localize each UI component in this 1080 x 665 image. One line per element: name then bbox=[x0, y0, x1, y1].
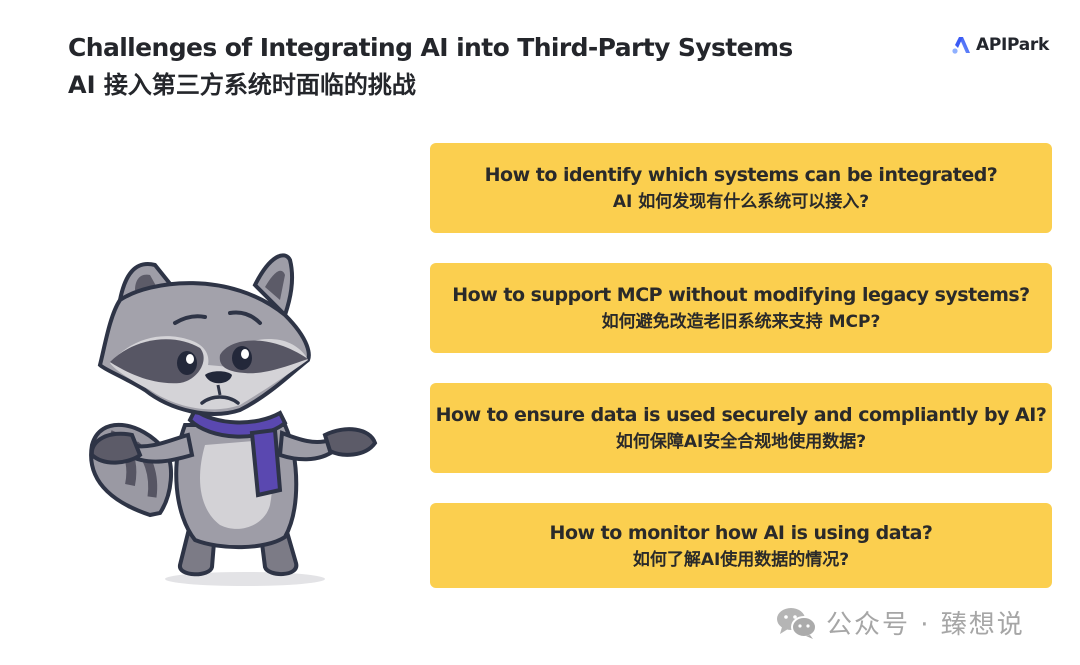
challenge-text-zh: 如何保障AI安全合规地使用数据? bbox=[615, 432, 867, 452]
brand-name: APIPark bbox=[976, 35, 1050, 55]
header: Challenges of Integrating AI into Third-… bbox=[68, 30, 793, 102]
brand-logo: APIPark bbox=[950, 34, 1049, 56]
page-title: Challenges of Integrating AI into Third-… bbox=[68, 33, 793, 62]
challenge-text-en: How to monitor how AI is using data? bbox=[549, 521, 933, 544]
watermark-text: 公众号 · 臻想说 bbox=[826, 610, 1025, 640]
raccoon-illustration bbox=[89, 253, 378, 586]
challenge-text-en: How to identify which systems can be int… bbox=[484, 164, 998, 186]
challenge-text-zh: 如何避免改造老旧系统来支持 MCP? bbox=[601, 312, 881, 332]
challenge-card-2: How to support MCP without modifying leg… bbox=[430, 263, 1052, 353]
apipark-logo-icon bbox=[952, 37, 970, 54]
watermark: 公众号 · 臻想说 bbox=[776, 604, 1025, 641]
raccoon-head bbox=[97, 253, 311, 416]
challenge-text-zh: AI 如何发现有什么系统可以接入? bbox=[612, 192, 870, 212]
challenge-card-1: How to identify which systems can be int… bbox=[430, 143, 1052, 233]
challenge-card-4: How to monitor how AI is using data? 如何了… bbox=[430, 503, 1052, 588]
page-subtitle: AI 接入第三方系统时面临的挑战 bbox=[68, 71, 416, 99]
challenge-text-zh: 如何了解AI使用数据的情况? bbox=[632, 549, 850, 570]
challenge-card-3: How to ensure data is used securely and … bbox=[430, 383, 1052, 473]
wechat-icon bbox=[777, 607, 817, 639]
challenge-text-en: How to support MCP without modifying leg… bbox=[452, 284, 1030, 306]
challenge-text-en: How to ensure data is used securely and … bbox=[435, 404, 1047, 426]
